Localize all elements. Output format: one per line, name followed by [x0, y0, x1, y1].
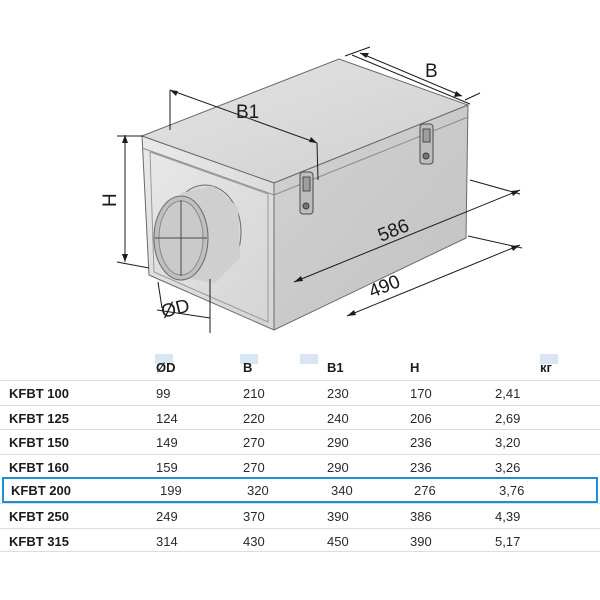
header-tab-marker	[300, 354, 318, 364]
latch-rear	[419, 123, 434, 165]
model-name: KFBT 125	[9, 410, 69, 426]
table-cell: 3,26	[495, 459, 521, 475]
label-diameter: ØD	[159, 296, 192, 323]
table-cell: 236	[410, 459, 432, 475]
lid-rim	[141, 116, 469, 196]
table-cell: 2,69	[495, 410, 521, 426]
table-cell: 220	[243, 410, 265, 426]
header-tab-marker	[240, 354, 258, 364]
dimension-lines	[116, 46, 523, 333]
table-cell: 3,20	[495, 435, 521, 450]
model-name: KFBT 200	[11, 483, 71, 498]
table-cell: 340	[331, 483, 353, 498]
table-cell: 236	[410, 435, 432, 450]
box-side-face	[273, 104, 469, 331]
model-name: KFBT 150	[9, 435, 69, 450]
table-cell: 450	[327, 533, 349, 549]
model-name: KFBT 250	[9, 509, 69, 524]
table-cell: 320	[247, 483, 269, 498]
technical-drawing: B B1 H ØD 586 490	[100, 46, 523, 333]
duct-spigot	[153, 184, 242, 283]
header-b: B	[243, 360, 253, 375]
dimension-arrows	[122, 53, 520, 316]
table-cell: 240	[327, 410, 349, 426]
table-cell: 386	[410, 509, 432, 524]
header-h: H	[410, 360, 420, 375]
table-row: KFBT 160 159 270 290 236 3,26	[0, 453, 600, 479]
table-cell: 170	[410, 386, 432, 401]
header-b1: B1	[327, 360, 344, 375]
table-cell: 276	[414, 483, 436, 498]
table-cell: 390	[327, 509, 349, 524]
table-header: ØD B B1 H кг	[0, 350, 600, 380]
header-tab-marker	[540, 354, 558, 364]
model-name: KFBT 100	[9, 386, 69, 401]
table-cell: 124	[156, 410, 178, 426]
table-row: KFBT 315 314 430 450 390 5,17	[0, 527, 600, 552]
front-inner-frame	[149, 151, 269, 323]
table-cell: 270	[243, 459, 265, 475]
table-cell: 4,39	[495, 509, 521, 524]
table-cell: 206	[410, 410, 432, 426]
table-cell: 430	[243, 533, 265, 549]
table-row: KFBT 100 99 210 230 170 2,41	[0, 380, 600, 405]
table-row: KFBT 250 249 370 390 386 4,39	[0, 503, 600, 528]
label-b1: B1	[236, 102, 259, 123]
table-cell: 290	[327, 459, 349, 475]
table-cell: 210	[243, 386, 265, 401]
label-b: B	[425, 61, 438, 82]
header-weight: кг	[540, 360, 552, 375]
header-diameter: ØD	[156, 360, 176, 375]
table-cell: 199	[160, 483, 182, 498]
table-cell: 314	[156, 533, 178, 549]
table-cell: 149	[156, 435, 178, 450]
table-cell: 2,41	[495, 386, 521, 401]
model-name: KFBT 160	[9, 459, 69, 475]
model-name: KFBT 315	[9, 533, 69, 549]
table-cell: 290	[327, 435, 349, 450]
table-cell: 3,76	[499, 483, 525, 498]
label-h: H	[100, 193, 121, 207]
latch-front	[299, 171, 314, 215]
table-cell: 249	[156, 509, 178, 524]
table-cell: 99	[156, 386, 171, 401]
table-cell: 270	[243, 435, 265, 450]
table-row-highlighted: KFBT 200 199 320 340 276 3,76	[2, 477, 598, 503]
box-diagram-svg: B B1 H ØD 586 490	[100, 46, 523, 333]
table-cell: 370	[243, 509, 265, 524]
table-cell: 5,17	[495, 533, 521, 549]
table-cell: 390	[410, 533, 432, 549]
table-row: KFBT 150 149 270 290 236 3,20	[0, 429, 600, 454]
table-cell: 230	[327, 386, 349, 401]
table-row: KFBT 125 124 220 240 206 2,69	[0, 404, 600, 430]
header-tab-marker	[155, 354, 173, 364]
table-cell: 159	[156, 459, 178, 475]
